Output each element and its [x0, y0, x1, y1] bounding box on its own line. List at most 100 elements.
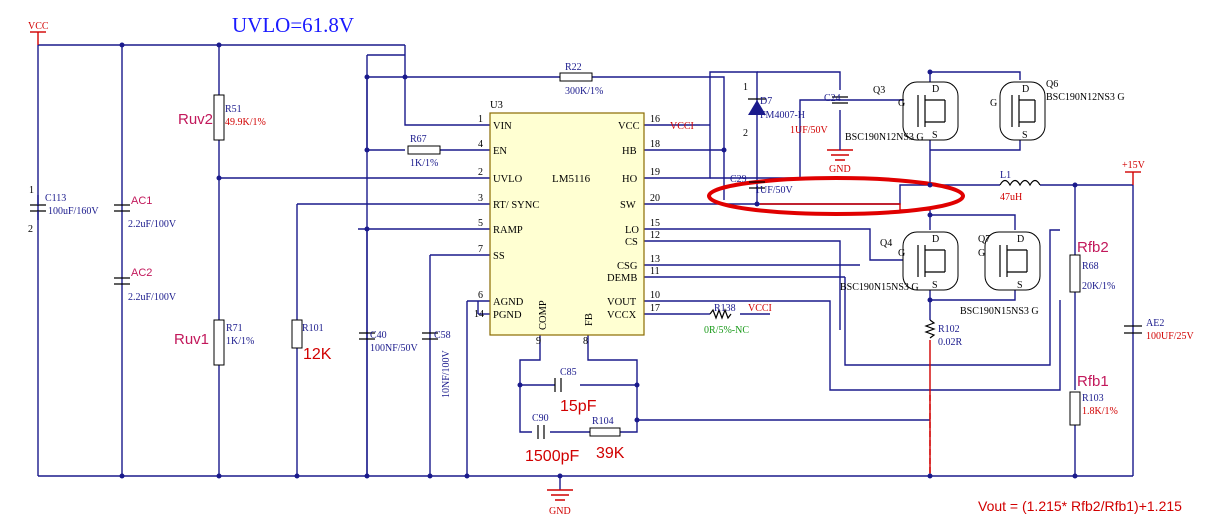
pin-name-agnd: AGND [493, 297, 524, 308]
pin-num-7: 7 [478, 244, 483, 255]
ac2-ref: AC2 [131, 267, 152, 279]
c90-note: 1500pF [525, 448, 579, 465]
rfb2-tag: Rfb2 [1077, 239, 1109, 256]
net-vcci: VCCI [670, 121, 694, 132]
r103-symbol [1069, 391, 1081, 426]
pin-name-ramp: RAMP [493, 225, 523, 236]
net-gnd1: GND [549, 506, 571, 517]
pin-name-comp: COMP [538, 300, 549, 330]
q4-g: G [898, 248, 905, 259]
pin-num-6: 6 [478, 290, 483, 301]
q6-ref: Q6 [1046, 79, 1058, 90]
pin-num-13: 13 [650, 254, 660, 265]
q3-g: G [898, 98, 905, 109]
r102-ref: R102 [938, 324, 960, 335]
ic-name: LM5116 [552, 173, 591, 185]
pin-num-19: 19 [650, 167, 660, 178]
rfb1-tag: Rfb1 [1077, 373, 1109, 390]
q6-d: D [1022, 84, 1029, 95]
q3-symbol [902, 81, 959, 141]
d7-pin2: 2 [743, 128, 748, 139]
pin-num-20: 20 [650, 193, 660, 204]
q3-d: D [932, 84, 939, 95]
r67-ref: R67 [410, 134, 427, 145]
r22-symbol [559, 72, 593, 82]
c113-val: 100uF/160V [48, 206, 99, 217]
ic-left-pins: VIN 1 EN 4 UVLO 2 RT/ SYNC 3 RAMP 5 SS 7… [474, 114, 539, 321]
c58-val: 10NF/100V [441, 349, 452, 398]
q7-d: D [1017, 234, 1024, 245]
c24-ref: C24 [824, 93, 841, 104]
c85-symbol [554, 378, 562, 392]
r138-ref: R138 [714, 303, 736, 314]
q3-s: S [932, 130, 938, 141]
pin-name-ho: HO [622, 174, 638, 185]
ic-right-pins: VCC 16 HB 18 HO 19 SW 20 LO 15 CS 12 CSG… [607, 114, 660, 321]
r101-note: 12K [303, 346, 332, 363]
r104-ref: R104 [592, 416, 614, 427]
pin-name-vout: VOUT [607, 297, 637, 308]
c58-symbol [422, 332, 438, 340]
pin-num-3: 3 [478, 193, 483, 204]
pin-name-uvlo: UVLO [493, 174, 523, 185]
r71-symbol [213, 319, 225, 366]
pin-num-16: 16 [650, 114, 660, 125]
vout-formula: Vout = (1.215* Rfb2/Rfb1)+1.215 [978, 498, 1182, 514]
c40-ref: C40 [370, 330, 387, 341]
pin-num-9: 9 [536, 336, 541, 347]
l1-symbol [999, 179, 1041, 187]
c58-ref: C58 [434, 330, 451, 341]
ac2-val: 2.2uF/100V [128, 292, 177, 303]
q4-s: S [932, 280, 938, 291]
r104-symbol [589, 427, 621, 437]
pin-num-2: 2 [478, 167, 483, 178]
pin-name-cs: CS [625, 237, 638, 248]
ac1-val: 2.2uF/100V [128, 219, 177, 230]
net-vcc: VCC [28, 21, 49, 32]
pin-name-demb: DEMB [607, 273, 637, 284]
c85-ref: C85 [560, 367, 577, 378]
pin-name-ss: SS [493, 251, 505, 262]
ae2-ref: AE2 [1146, 318, 1164, 329]
r68-val: 20K/1% [1082, 281, 1115, 292]
pin-num-14: 14 [474, 309, 484, 320]
r22-ref: R22 [565, 62, 582, 73]
pin-num-17: 17 [650, 303, 660, 314]
ruv1-tag: Ruv1 [174, 331, 209, 348]
junctions [119, 42, 1078, 479]
ae2-val: 100UF/25V [1146, 331, 1195, 342]
pin-num-18: 18 [650, 139, 660, 150]
pin-num-15: 15 [650, 218, 660, 229]
l1-ref: L1 [1000, 170, 1011, 181]
r51-val: 49.9K/1% [225, 117, 266, 128]
ac1-symbol [114, 204, 130, 212]
pin-name-lo: LO [625, 225, 639, 236]
r102-symbol [924, 319, 936, 339]
ae2-symbol [1124, 325, 1142, 334]
q4-val: BSC190N15NS3 G [840, 282, 919, 293]
r22-val: 300K/1% [565, 86, 603, 97]
net-out: +15V [1122, 160, 1146, 171]
r102-val: 0.02R [938, 337, 963, 348]
q3-val: BSC190N12NS3 G [845, 132, 924, 143]
c90-symbol [537, 425, 545, 439]
gnd1-symbol [547, 489, 573, 501]
q4-d: D [932, 234, 939, 245]
pin-name-vin: VIN [493, 121, 512, 132]
r67-val: 1K/1% [410, 158, 438, 169]
pin-name-pgnd: PGND [493, 310, 522, 321]
c24-val: 1UF/50V [790, 125, 829, 136]
r71-val: 1K/1% [226, 336, 254, 347]
highlight-ellipse [707, 176, 965, 216]
c40-symbol [359, 332, 375, 340]
r67-symbol [407, 145, 441, 155]
c29-ref: C29 [730, 174, 747, 185]
q4-ref: Q4 [880, 238, 892, 249]
c90-ref: C90 [532, 413, 549, 424]
pin-name-vcc: VCC [618, 121, 640, 132]
c24-symbol [832, 96, 848, 104]
net-vcci-2: VCCI [748, 303, 772, 314]
ac2-symbol [114, 277, 130, 285]
